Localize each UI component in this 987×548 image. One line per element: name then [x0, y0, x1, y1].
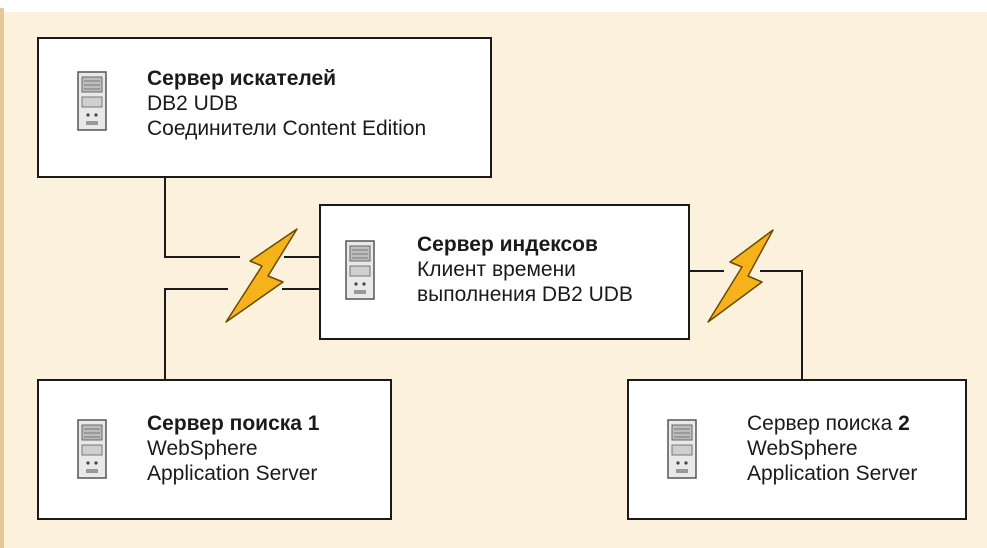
- link-search1-to-index: [164, 288, 228, 380]
- search-server-1-title: Сервер поиска 1: [147, 412, 320, 435]
- search-server-1-line-2: Application Server: [147, 462, 318, 485]
- search-server-1-box: Сервер поиска 1 WebSphere Application Se…: [37, 379, 392, 520]
- index-server-line-1: Клиент времени: [417, 258, 576, 281]
- crawler-server-line-1: DB2 UDB: [147, 92, 239, 115]
- index-server-rendered: [319, 204, 690, 340]
- server-tower-icon: [77, 419, 107, 479]
- index-server-text: Сервер индексов Клиент времени выполнени…: [417, 232, 633, 307]
- crawler-server-box: Сервер искателей DB2 UDB Соединители Con…: [37, 37, 492, 178]
- search-server-1-line-1: WebSphere: [147, 437, 258, 460]
- left-accent-rule: [0, 8, 4, 548]
- search-server-2-title: Сервер поиска 2: [747, 411, 917, 436]
- top-band: [0, 0, 987, 12]
- crawler-server-title: Сервер искателей: [147, 67, 337, 90]
- search-server-2-line-2: Application Server: [747, 462, 918, 485]
- lightning-bolt-icon: [225, 228, 298, 323]
- server-tower-icon: [345, 240, 375, 300]
- link-crawler-to-index: [164, 177, 240, 258]
- link-index-to-search2-end: [760, 270, 803, 380]
- server-tower-icon: [667, 419, 697, 479]
- index-server-line-2: выполнения DB2 UDB: [417, 283, 633, 306]
- crawler-server-line-2: Соединители Content Edition: [147, 117, 427, 140]
- search-server-2-box: Сервер поиска 2 WebSphere Application Se…: [627, 379, 967, 520]
- index-server-title: Сервер индексов: [417, 233, 598, 256]
- search-server-2-number: 2: [898, 412, 910, 435]
- search-server-2-line-1: WebSphere: [747, 437, 858, 460]
- search-server-2-title-text: Сервер поиска: [747, 412, 899, 435]
- lightning-bolt-icon: [707, 229, 774, 323]
- server-tower-icon: [77, 71, 107, 131]
